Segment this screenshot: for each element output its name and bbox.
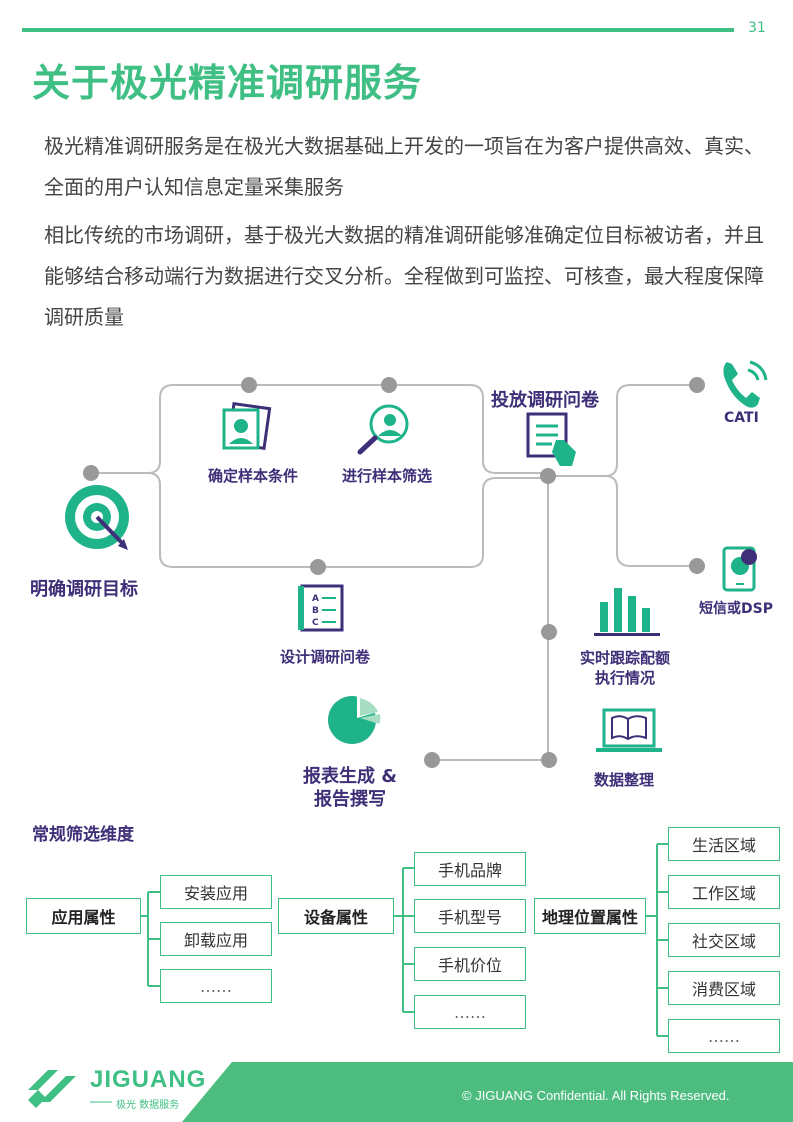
label-design: 设计调研问卷: [280, 648, 371, 666]
questionnaire-hand-icon: [526, 412, 576, 466]
page-title: 关于极光精准调研服务: [32, 61, 423, 105]
intro-paragraph-2: 相比传统的市场调研，基于极光大数据的精准调研能够准确定位目标被访者，并且能够结合…: [44, 223, 764, 329]
node-tracking: [541, 624, 557, 640]
svg-text:A: A: [312, 594, 319, 604]
research-flow-diagram: A B C: [65, 360, 768, 768]
magnifier-person-icon: [357, 404, 409, 455]
node-sample-screen: [381, 377, 397, 393]
option-work-area: 工作区域: [668, 875, 780, 909]
screening-heading: 常规筛选维度: [32, 825, 134, 845]
svg-text:B: B: [312, 606, 319, 616]
option-living-area: 生活区域: [668, 827, 780, 861]
group-location-attributes: 地理位置属性: [534, 898, 646, 934]
pie-chart-icon: [328, 696, 381, 744]
intro-paragraph-1: 极光精准调研服务是在极光大数据基础上开发的一项旨在为客户提供高效、真实、全面的用…: [44, 134, 764, 199]
flow-connectors: [92, 384, 697, 761]
node-sample-conditions: [241, 377, 257, 393]
group-device-attributes: 设备属性: [278, 898, 394, 934]
flow-nodes: [83, 377, 705, 768]
node-deliver: [540, 468, 556, 484]
header-rule: [22, 28, 734, 32]
footer-band: [182, 1062, 793, 1122]
svg-text:C: C: [312, 618, 319, 628]
node-sms: [689, 558, 705, 574]
footer-logo-text: JIGUANG: [90, 1066, 207, 1093]
label-sms: 短信或DSP: [699, 601, 773, 617]
laptop-book-icon: [596, 708, 662, 752]
label-goal: 明确调研目标: [30, 579, 138, 600]
option-installed-apps: 安装应用: [160, 875, 272, 909]
node-design: [310, 559, 326, 575]
label-tracking-line2: 执行情况: [594, 669, 655, 687]
option-phone-price: 手机价位: [414, 947, 526, 981]
question-list-icon: A B C: [298, 584, 344, 632]
label-deliver: 投放调研问卷: [491, 390, 599, 411]
page-number: 31: [748, 20, 766, 36]
label-report-line2: 报告撰写: [314, 789, 386, 810]
bar-chart-icon: [594, 588, 660, 636]
node-goal: [83, 465, 99, 481]
label-sample-conditions: 确定样本条件: [208, 467, 299, 485]
jiguang-logo-icon: [28, 1070, 76, 1108]
option-phone-model: 手机型号: [414, 899, 526, 933]
option-uninstalled-apps: 卸载应用: [160, 922, 272, 956]
screening-connectors: [141, 843, 668, 1037]
node-organize: [541, 752, 557, 768]
portrait-icon: [222, 401, 272, 451]
label-cati: CATI: [724, 410, 759, 426]
option-social-area: 社交区域: [668, 923, 780, 957]
option-app-more: ……: [160, 969, 272, 1003]
node-cati: [689, 377, 705, 393]
phone-icon: [723, 360, 768, 408]
target-icon: [65, 485, 129, 550]
option-phone-brand: 手机品牌: [414, 852, 526, 886]
node-report: [424, 752, 440, 768]
label-organize: 数据整理: [594, 771, 655, 789]
option-location-more: ……: [668, 1019, 780, 1053]
footer-graphics: [28, 1062, 793, 1122]
footer-copyright: © JIGUANG Confidential. All Rights Reser…: [462, 1088, 730, 1103]
mobile-globe-icon: [722, 546, 757, 592]
footer-logo-subtitle: 极光 数据服务: [116, 1100, 180, 1111]
label-sample-screen: 进行样本筛选: [342, 467, 433, 485]
label-tracking-line1: 实时跟踪配额: [579, 649, 670, 667]
label-report-line1: 报表生成 &: [303, 766, 397, 787]
group-app-attributes: 应用属性: [26, 898, 141, 934]
option-consumption-area: 消费区域: [668, 971, 780, 1005]
option-device-more: ……: [414, 995, 526, 1029]
